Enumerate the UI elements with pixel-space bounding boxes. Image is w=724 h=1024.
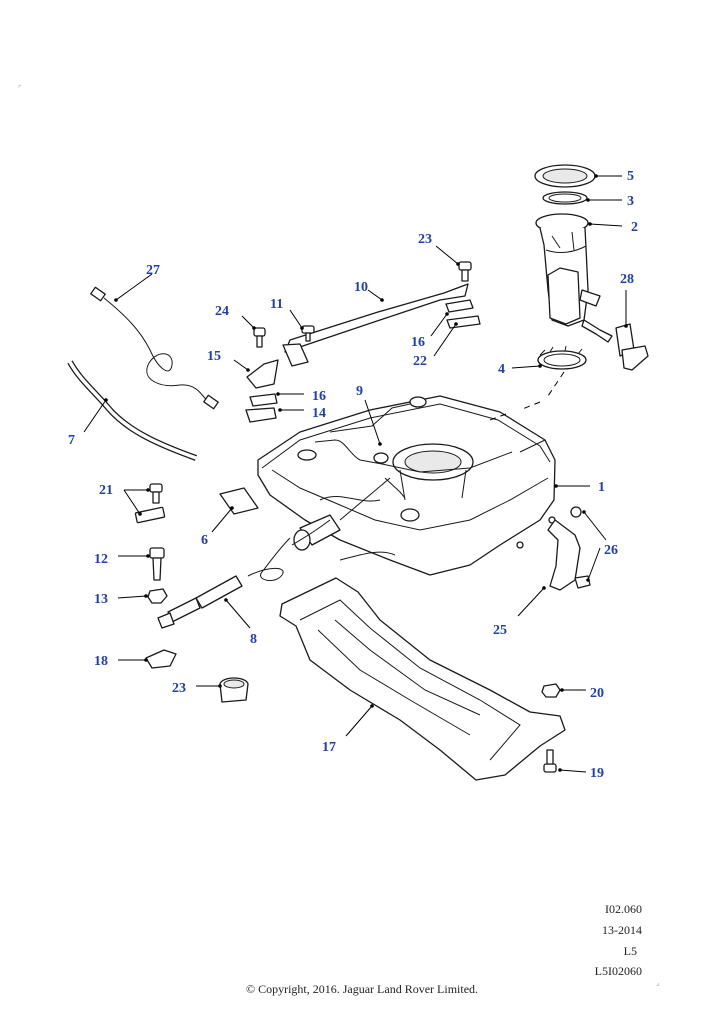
- filler-hose-assembly: [157, 477, 391, 629]
- callout-12: 12: [94, 552, 108, 567]
- callout-18: 18: [94, 654, 108, 669]
- mounting-bracket: [547, 506, 591, 591]
- callout-20: 20: [590, 686, 604, 701]
- electrical-connector: [615, 323, 649, 371]
- fuel-pump-assembly: [534, 164, 613, 370]
- callout-19: 19: [590, 766, 604, 781]
- reference-drawing-number: L5I02060: [594, 964, 642, 978]
- heat-shield: [279, 577, 566, 781]
- callout-16a: 16: [312, 389, 326, 404]
- callout-22: 22: [413, 354, 427, 369]
- callout-10: 10: [354, 280, 368, 295]
- strap-bracket: [246, 359, 279, 389]
- callout-1: 1: [598, 480, 605, 495]
- reference-code: I02.060: [605, 902, 642, 916]
- callout-14: 14: [312, 406, 326, 421]
- callout-23a: 23: [418, 232, 432, 247]
- reference-date: 13-2014: [602, 923, 642, 937]
- vent-hose: [67, 360, 198, 461]
- fuel-tank: [257, 395, 556, 576]
- callout-16b: 16: [411, 335, 425, 350]
- bolts: [134, 261, 472, 581]
- leader-lines: [83, 174, 628, 773]
- callout-5: 5: [627, 169, 634, 184]
- callout-17: 17: [322, 740, 336, 755]
- callout-9: 9: [356, 384, 363, 399]
- callout-26: 26: [604, 543, 618, 558]
- callout-15: 15: [207, 349, 221, 364]
- callout-4: 4: [498, 362, 505, 377]
- callout-13: 13: [94, 592, 108, 607]
- tank-strap: [282, 283, 469, 367]
- corner-mark-bottom-right: ⌟: [656, 978, 660, 987]
- callout-23b: 23: [172, 681, 186, 696]
- callout-28: 28: [620, 272, 634, 287]
- callout-11: 11: [270, 297, 283, 312]
- reference-level: L5: [623, 944, 637, 958]
- callout-2: 2: [631, 220, 638, 235]
- warning-label: [219, 487, 259, 515]
- callout-27: 27: [146, 263, 160, 278]
- callout-7: 7: [68, 433, 75, 448]
- callout-8: 8: [250, 632, 257, 647]
- callout-25: 25: [493, 623, 507, 638]
- callout-6: 6: [201, 533, 208, 548]
- callout-21: 21: [99, 483, 113, 498]
- callout-24: 24: [215, 304, 229, 319]
- copyright-notice: © Copyright, 2016. Jaguar Land Rover Lim…: [245, 982, 479, 996]
- wiring-harness: [90, 286, 219, 410]
- callout-labels: 1 2 3 4 5 6 7 8 9 10 11 12 13 14 15 16 1…: [68, 169, 638, 781]
- fasteners: [145, 588, 561, 773]
- insulator-pads: [245, 299, 481, 423]
- corner-mark-top-left: ⌜: [18, 84, 22, 93]
- installation-lines: [489, 371, 565, 421]
- callout-3: 3: [627, 194, 634, 209]
